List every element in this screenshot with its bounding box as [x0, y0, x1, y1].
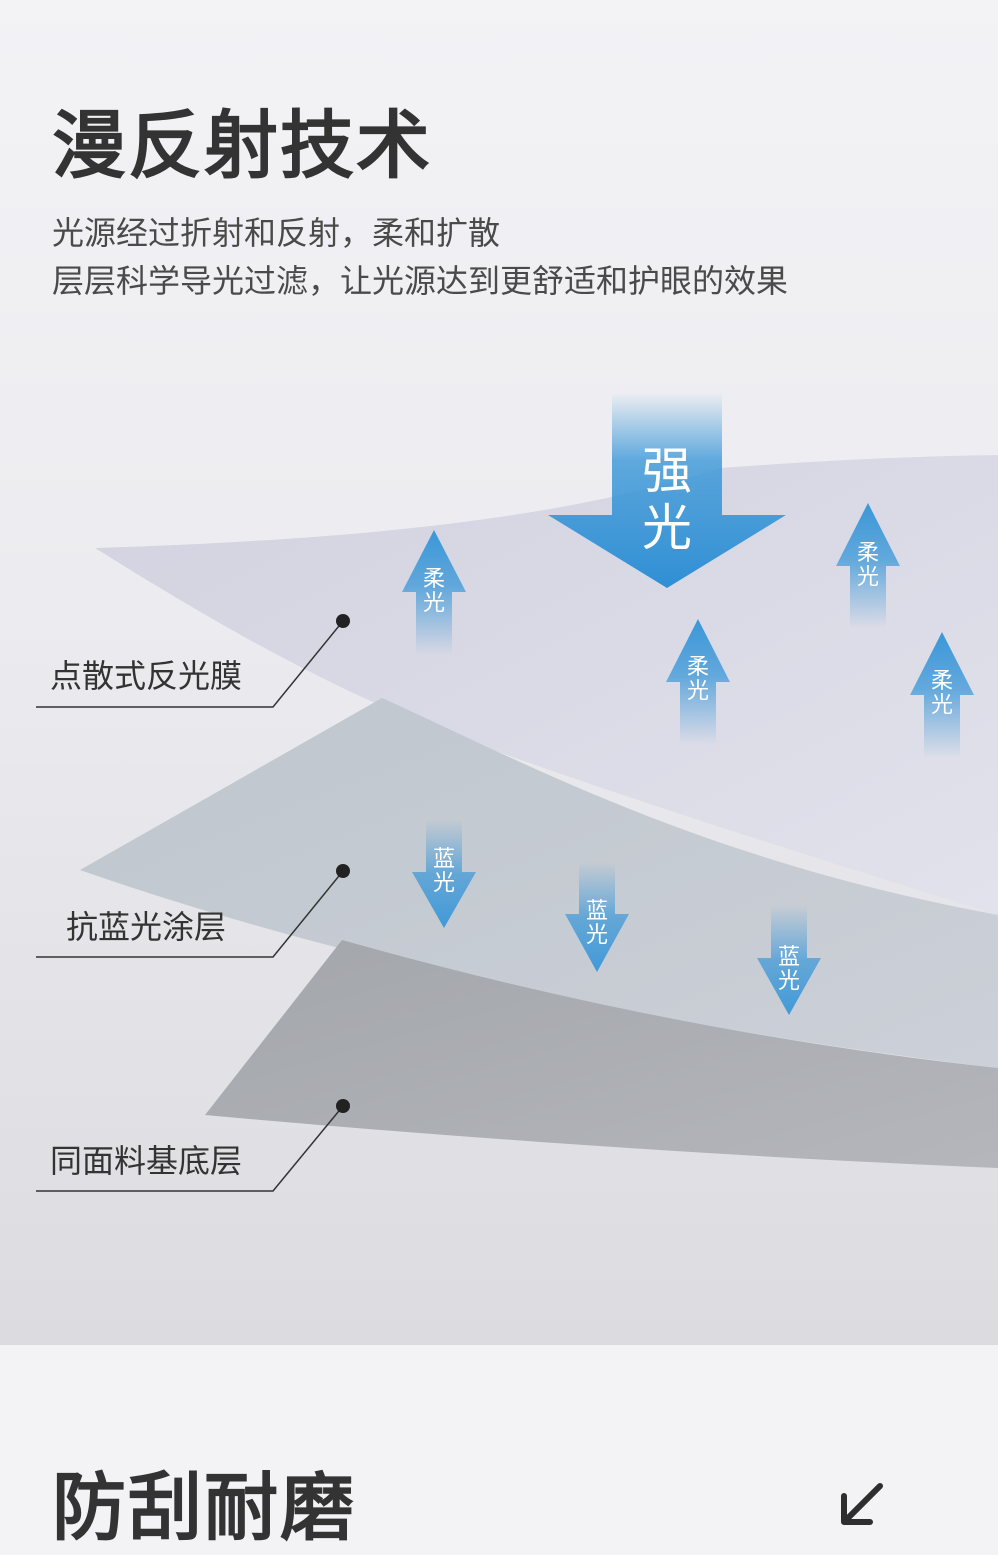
soft-light-arrow-1: 柔 光 [402, 530, 466, 655]
blue-light-arrow-2: 蓝 光 [565, 862, 629, 972]
svg-text:光: 光 [778, 969, 800, 994]
soft-light-arrow-3: 柔 光 [666, 619, 730, 745]
description-line-1: 光源经过折射和反射，柔和扩散 [52, 214, 501, 252]
layer-label-anti-blue-coating: 抗蓝光涂层 [66, 908, 227, 946]
leader-line-3 [36, 1099, 350, 1192]
layer-label-fabric-base: 同面料基底层 [50, 1142, 243, 1180]
blue-light-arrow-3: 蓝 光 [757, 905, 821, 1015]
section-title: 漫反射技术 [52, 103, 432, 189]
svg-text:柔: 柔 [423, 567, 445, 592]
svg-text:柔: 柔 [687, 655, 709, 680]
svg-text:蓝: 蓝 [433, 847, 455, 872]
soft-light-arrow-4: 柔 光 [910, 632, 974, 758]
svg-text:光: 光 [423, 591, 445, 616]
svg-text:柔: 柔 [931, 669, 953, 694]
leader-line-2 [36, 864, 350, 958]
soft-light-arrow-2: 柔 光 [836, 503, 900, 628]
layer-diagram: 强 光 柔 光 柔 光 柔 光 柔 光 蓝 光 蓝 光 蓝 光 [36, 392, 998, 1192]
svg-text:柔: 柔 [857, 541, 879, 566]
layer-label-reflective-film: 点散式反光膜 [50, 657, 243, 695]
arrow-down-left-icon [841, 1483, 883, 1525]
strong-light-char-2: 光 [642, 499, 692, 557]
section-title-scratch-resistant: 防刮耐磨 [52, 1465, 356, 1551]
blue-light-arrow-1: 蓝 光 [412, 820, 476, 928]
svg-text:光: 光 [433, 871, 455, 896]
svg-text:光: 光 [687, 679, 709, 704]
strong-light-char-1: 强 [642, 442, 692, 500]
svg-text:光: 光 [586, 923, 608, 948]
strong-light-arrow: 强 光 [548, 392, 786, 588]
svg-text:光: 光 [857, 565, 879, 590]
svg-text:光: 光 [931, 693, 953, 718]
layer-reflective-film [95, 455, 998, 915]
layer-fabric-base [205, 940, 998, 1168]
description-line-2: 层层科学导光过滤，让光源达到更舒适和护眼的效果 [52, 262, 789, 300]
leader-line-1 [36, 614, 350, 708]
svg-text:蓝: 蓝 [586, 899, 608, 924]
svg-text:蓝: 蓝 [778, 945, 800, 970]
